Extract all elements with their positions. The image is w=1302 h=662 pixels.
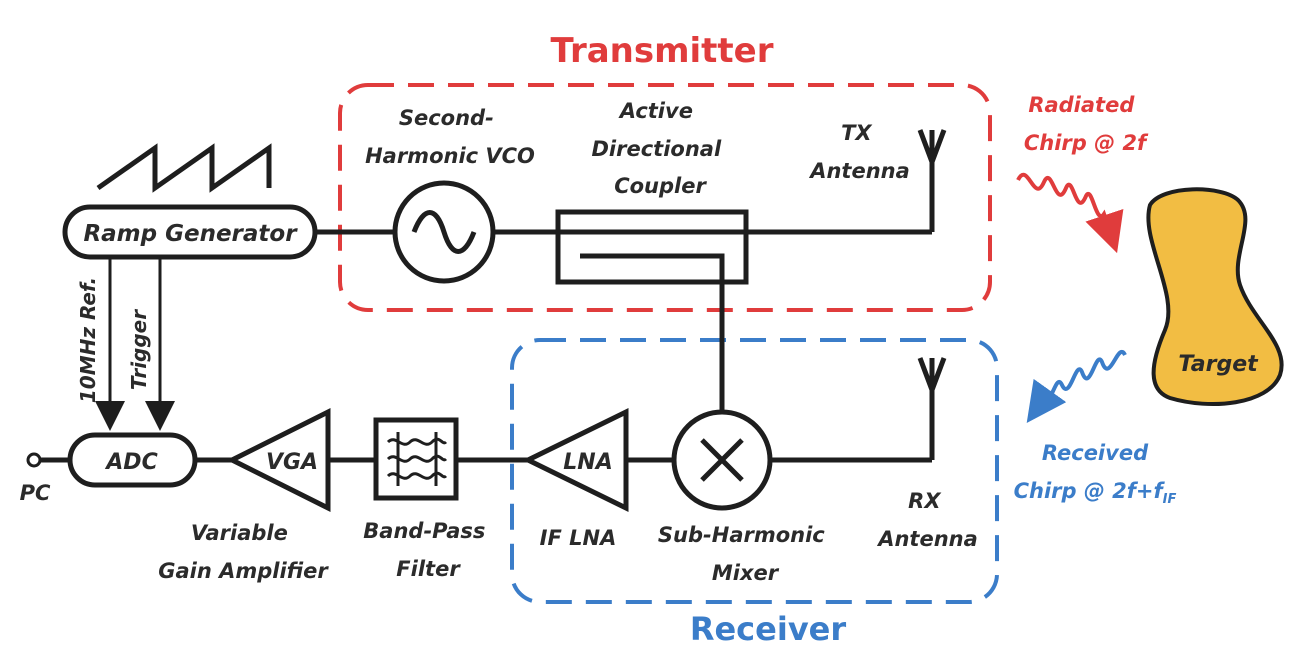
transmitter-title: Transmitter <box>550 31 773 71</box>
radiated-chirp-icon <box>1016 172 1124 254</box>
target-shape <box>1146 187 1284 407</box>
tx-antenna-label: TX Antenna <box>808 121 910 183</box>
receiver-title: Receiver <box>690 610 847 648</box>
trigger-label: Trigger <box>127 309 151 390</box>
rx-antenna-label-line-2: Antenna <box>876 527 978 551</box>
adc-label: ADC <box>104 450 157 475</box>
mixer-label-line-2: Mixer <box>712 561 780 585</box>
received-chirp-label-line-1: Received <box>1042 441 1149 465</box>
pc-port <box>26 452 42 468</box>
bpf-label-line-2: Filter <box>396 557 461 581</box>
lna-label: LNA <box>563 450 612 475</box>
vga-description-line-2: Gain Amplifier <box>158 559 329 583</box>
radiated-chirp-label-line-1: Radiated <box>1028 93 1135 117</box>
receiver-group-box <box>510 338 999 604</box>
vco-label-line-2: Harmonic VCO <box>365 144 535 168</box>
vco-label: Second- Harmonic VCO <box>365 106 535 168</box>
vga-description-line-1: Variable <box>191 521 288 545</box>
directional-coupler-block <box>555 209 749 285</box>
received-chirp-prefix: Chirp @ 2f+f <box>1014 479 1166 503</box>
bpf-label-line-1: Band-Pass <box>363 519 485 543</box>
received-chirp-subscript: IF <box>1163 492 1177 507</box>
tx-antenna-label-line-1: TX <box>841 121 873 145</box>
coupler-label-line-3: Coupler <box>614 174 707 198</box>
mixer-label: Sub-Harmonic Mixer <box>658 523 832 585</box>
ramp-generator-label: Ramp Generator <box>83 221 298 247</box>
tx-antenna-icon <box>917 129 947 170</box>
rx-antenna-label-line-1: RX <box>908 489 942 513</box>
ref-label: 10MHz Ref. <box>76 277 100 403</box>
coupler-label: Active Directional Coupler <box>592 99 729 198</box>
vga-description: Variable Gain Amplifier <box>158 521 329 583</box>
received-chirp-icon <box>1026 350 1127 424</box>
coupler-label-line-2: Directional <box>592 137 722 161</box>
radiated-chirp-label-line-2: Chirp @ 2f <box>1024 131 1149 155</box>
tx-antenna-label-line-2: Antenna <box>808 159 910 183</box>
transmitter-group-box <box>338 83 992 312</box>
coupler-label-line-1: Active <box>618 99 693 123</box>
mixer-label-line-1: Sub-Harmonic <box>658 523 825 547</box>
vco-label-line-1: Second- <box>399 106 494 130</box>
pc-label: PC <box>20 481 51 505</box>
sawtooth-icon <box>96 143 272 193</box>
coupler-coupled-line <box>580 253 725 412</box>
bpf-label: Band-Pass Filter <box>363 519 492 581</box>
radiated-chirp-label: Radiated Chirp @ 2f <box>1024 93 1149 155</box>
rx-antenna-icon <box>917 357 947 398</box>
sine-icon <box>411 210 477 254</box>
received-chirp-label-line-2: Chirp @ 2f+fIF <box>1014 479 1177 507</box>
mixer-cross-b <box>700 438 744 482</box>
filter-icon <box>386 432 448 486</box>
target-label: Target <box>1178 352 1259 377</box>
vga-label: VGA <box>266 450 318 475</box>
if-lna-label: IF LNA <box>540 526 617 550</box>
rx-antenna-label: RX Antenna <box>876 489 978 551</box>
